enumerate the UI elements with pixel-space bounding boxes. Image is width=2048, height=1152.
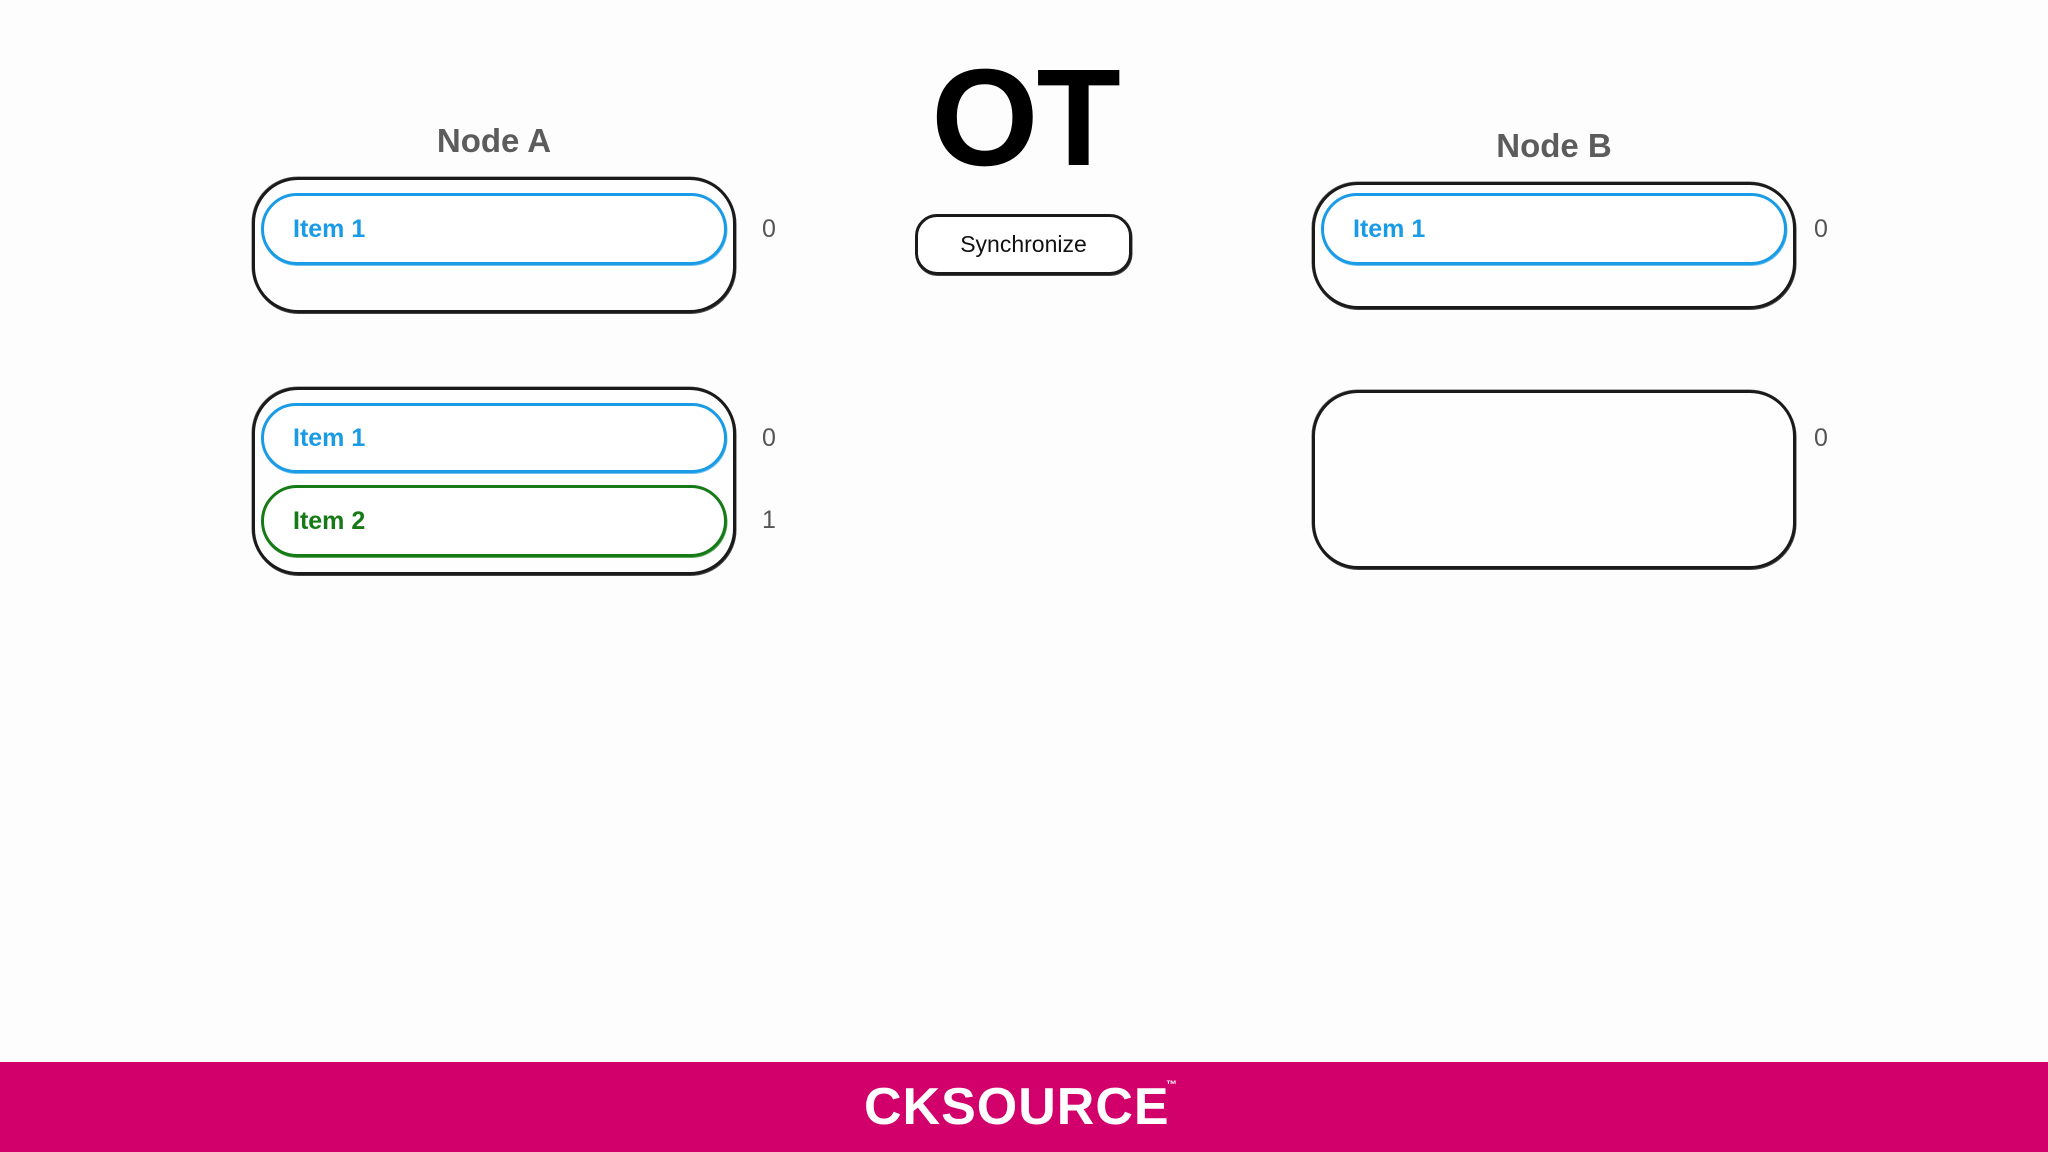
item-index: 0 bbox=[762, 215, 776, 243]
list-item[interactable]: Item 1 bbox=[261, 193, 727, 265]
node-b-bottom-list bbox=[1312, 390, 1796, 569]
list-item[interactable]: Item 2 bbox=[261, 485, 727, 557]
node-b-label: Node B bbox=[1496, 127, 1612, 164]
item-index: 0 bbox=[1814, 424, 1828, 452]
brand-name: CKSOURCE bbox=[864, 1078, 1170, 1136]
list-item[interactable]: Item 1 bbox=[261, 403, 727, 473]
node-a-label: Node A bbox=[436, 122, 552, 159]
list-item[interactable]: Item 1 bbox=[1321, 193, 1787, 265]
footer-bar bbox=[0, 1062, 2048, 1152]
trademark-symbol: ™ bbox=[1166, 1079, 1177, 1091]
brand-logo: CKSOURCE ™ bbox=[864, 1077, 1184, 1137]
page-title: OT bbox=[931, 41, 1121, 195]
item-index: 1 bbox=[762, 506, 776, 534]
item-index: 0 bbox=[762, 424, 776, 452]
item-index: 0 bbox=[1814, 215, 1828, 243]
synchronize-button[interactable]: Synchronize bbox=[915, 214, 1132, 275]
